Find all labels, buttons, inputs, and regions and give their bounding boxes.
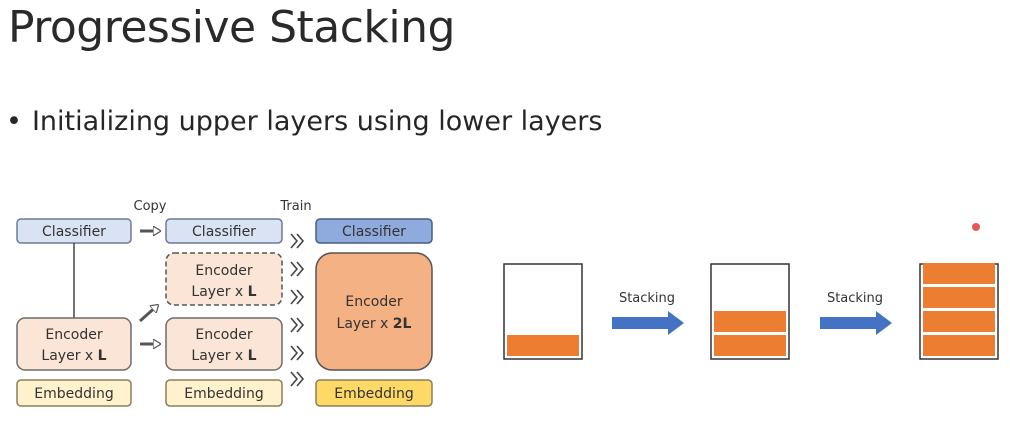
col2-encoder-lower-label-line1: Encoder [195,327,252,343]
chevron-icon [290,371,305,387]
col3-encoder-label-line2: Layer x 2L [337,316,412,332]
bullet-text: Initializing upper layers using lower la… [31,106,603,137]
col2-encoder-lower-label-line2: Layer x L [191,348,256,364]
copy-label: Copy [134,199,167,214]
col1-encoder-label-line1: Encoder [45,327,102,343]
col3-encoder-box [315,252,433,371]
col3-classifier-label: Classifier [342,224,406,240]
stack-layer [714,335,786,356]
stack-layer [923,311,995,332]
col2-encoder-upper-label-line1: Encoder [195,263,252,279]
col2-classifier-label: Classifier [192,224,256,240]
bullet-dot-icon: • [6,106,22,137]
chevron-icon [290,233,305,249]
col1-encoder-label-line2: Layer x L [41,348,106,364]
chevron-icon [290,317,305,333]
train-label: Train [279,199,311,214]
col2-encoder-upper-box [165,252,283,306]
col2-encoder-upper-label-line2: Layer x L [191,284,256,300]
train-chevrons [290,233,305,387]
col3-embedding-label: Embedding [334,386,413,402]
col1-encoder-box [16,317,132,371]
stacking-label-2: Stacking [827,291,883,306]
chevron-icon [290,261,305,277]
col2-embedding-box [165,379,283,407]
stacking-illustration [503,263,999,360]
col1-embedding-label: Embedding [34,386,113,402]
blue-arrow-icon [820,311,892,335]
col2-encoder-lower-box [165,317,283,371]
stack-layer [507,335,579,356]
slide-title: Progressive Stacking [8,2,455,53]
col2-classifier-box [165,218,283,244]
col3-encoder-label-line1: Encoder [345,294,402,310]
bullet-point: • Initializing upper layers using lower l… [6,106,602,137]
stack-layer [714,311,786,332]
col2-embedding-label: Embedding [184,386,263,402]
col3-embedding-box [315,379,433,407]
blue-arrow-icon [612,311,684,335]
col1-embedding-box [16,379,132,407]
pointer-dot [972,223,980,231]
col1-classifier-label: Classifier [42,224,106,240]
stack-layer [923,287,995,308]
col3-classifier-box [315,218,433,244]
copy-arrow-encoder-upper [139,305,158,323]
chevron-icon [290,289,305,305]
stack-layer [923,263,995,284]
chevron-icon [290,345,305,361]
stack-layer [923,335,995,356]
stacking-label-1: Stacking [619,291,675,306]
